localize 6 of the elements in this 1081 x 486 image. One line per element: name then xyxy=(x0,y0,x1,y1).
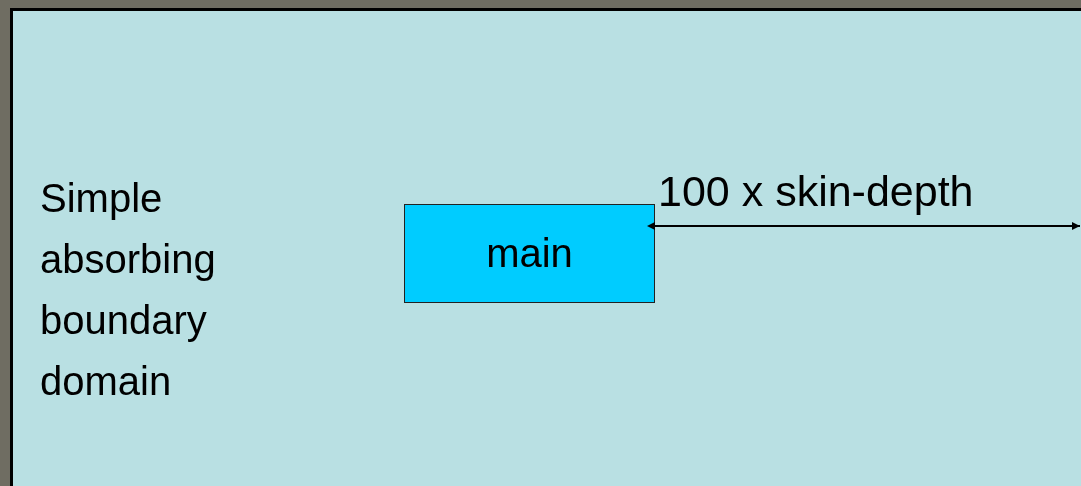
domain-label: Simple absorbing boundary domain xyxy=(40,175,217,405)
domain-panel xyxy=(10,8,1081,486)
box-label: main xyxy=(485,230,574,277)
process-box xyxy=(404,204,655,303)
dimension-arrow xyxy=(647,222,1081,230)
edge-label: 100 x skin-depth xyxy=(658,166,974,216)
